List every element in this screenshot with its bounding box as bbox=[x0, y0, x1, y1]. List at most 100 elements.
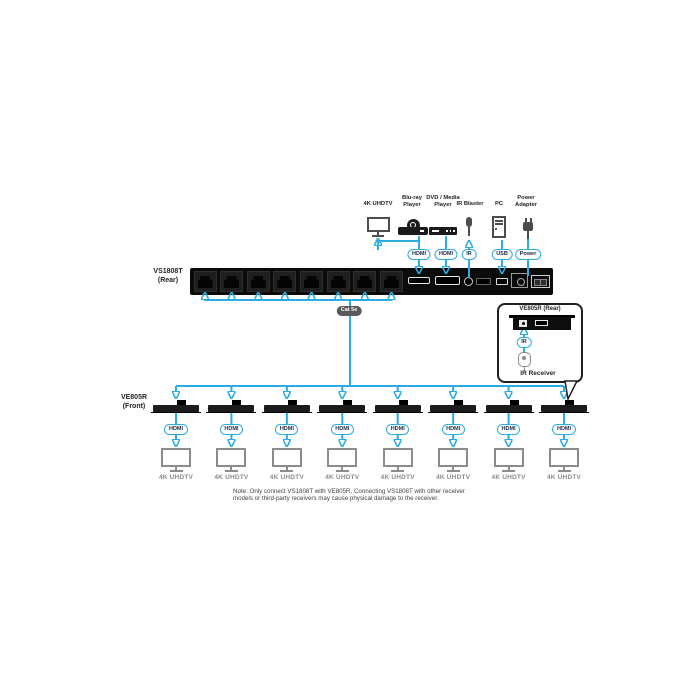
note-line-1: Note: Only connect VS1808T with VE805R. … bbox=[233, 488, 465, 495]
pc-detail bbox=[495, 228, 497, 230]
hdmi-out-port-icon bbox=[408, 277, 430, 284]
monitor-screen bbox=[382, 447, 413, 467]
hdmi-pill: HDMI bbox=[219, 424, 243, 435]
ir-pill: IR bbox=[461, 249, 477, 260]
monitor-neck bbox=[341, 466, 344, 470]
receiver-base bbox=[317, 411, 368, 413]
hdmi-out-pill: HDMI bbox=[407, 249, 431, 260]
receiver-ir-window bbox=[565, 400, 574, 405]
hdmi-pill: HDMI bbox=[164, 424, 188, 435]
receiver-icon bbox=[206, 400, 257, 413]
monitor-neck bbox=[175, 466, 177, 470]
transmitter-label: VS1808T (Rear) bbox=[144, 267, 192, 285]
monitor-neck bbox=[452, 466, 455, 470]
receiver-ir-window bbox=[177, 400, 186, 405]
display-label: 4K UHDTV bbox=[269, 473, 304, 481]
monitor-foot bbox=[335, 469, 349, 472]
receiver-icon bbox=[428, 400, 479, 413]
note-line-2: models or third-party receivers may caus… bbox=[233, 495, 439, 503]
rj45-port-icon bbox=[379, 271, 403, 292]
dvd-dot-detail bbox=[446, 230, 448, 232]
monitor-foot bbox=[557, 469, 571, 472]
receiver-column: HDMI 4K UHDTV bbox=[536, 398, 592, 481]
serial-port-icon bbox=[476, 278, 491, 285]
receiver-base bbox=[483, 411, 534, 413]
rj45-port-icon bbox=[300, 271, 324, 292]
ir-blaster-label: IR Blaster bbox=[456, 201, 484, 207]
display-label: 4K UHDTV bbox=[546, 473, 582, 481]
hdmi-pill: HDMI bbox=[497, 424, 521, 435]
transmitter-model: VS1808T bbox=[153, 268, 183, 275]
receiver-icon bbox=[261, 400, 312, 413]
receiver-model: VE805R bbox=[120, 394, 148, 401]
rj45-port-icon bbox=[193, 271, 217, 292]
note-text: Note: Only connect VS1808T with VE805R. … bbox=[233, 488, 493, 503]
receiver-body bbox=[153, 404, 199, 412]
monitor-screen bbox=[216, 447, 247, 467]
dvd-tray-detail bbox=[432, 230, 439, 232]
inset-hdmi-port-icon bbox=[535, 320, 548, 326]
hdmi-pill: HDMI bbox=[552, 424, 576, 435]
receiver-view: (Front) bbox=[122, 403, 146, 410]
pc-tower-icon bbox=[492, 216, 506, 238]
receiver-body bbox=[208, 404, 255, 412]
usb-pill: USB bbox=[491, 249, 513, 260]
bluray-detail bbox=[420, 230, 424, 232]
rj45-port-icon bbox=[353, 271, 377, 292]
monitor-neck bbox=[507, 466, 510, 470]
inset-ir-pill: IR bbox=[516, 337, 532, 348]
display-label: 4K UHDTV bbox=[158, 473, 194, 481]
receiver-body bbox=[263, 404, 310, 412]
display-label: 4K UHDTV bbox=[436, 473, 471, 481]
receiver-body bbox=[319, 404, 366, 412]
receiver-icon bbox=[372, 400, 423, 413]
inset-ir-port-icon bbox=[519, 320, 527, 327]
dvd-player-icon bbox=[429, 227, 457, 235]
display-label: 4K UHDTV bbox=[325, 473, 360, 481]
pc-detail bbox=[495, 223, 503, 225]
monitor-icon bbox=[549, 447, 579, 472]
receiver-body bbox=[485, 404, 532, 412]
hdmi-pill: HDMI bbox=[275, 424, 299, 435]
receiver-body bbox=[541, 404, 587, 412]
tv-stand-icon bbox=[377, 232, 379, 235]
transmitter-view: (Rear) bbox=[157, 277, 179, 284]
receiver-ir-window bbox=[287, 400, 297, 405]
inset-receiver-lip bbox=[509, 315, 575, 318]
monitor-foot bbox=[280, 469, 294, 472]
bluray-label: Blu-ray Player bbox=[402, 195, 422, 208]
monitor-icon bbox=[271, 447, 302, 472]
monitor-neck bbox=[285, 466, 288, 470]
display-label: 4K UHDTV bbox=[380, 473, 415, 481]
rj45-port-icon bbox=[273, 271, 297, 292]
hdmi-pill: HDMI bbox=[330, 424, 354, 435]
tv-icon bbox=[367, 217, 390, 232]
power-adapter-prong bbox=[529, 218, 532, 222]
receiver-column: HDMI 4K UHDTV bbox=[425, 398, 481, 481]
receiver-base bbox=[539, 411, 589, 413]
receiver-ir-window bbox=[398, 400, 408, 405]
pc-label: PC bbox=[494, 201, 504, 207]
receiver-column: HDMI 4K UHDTV bbox=[259, 398, 315, 481]
monitor-screen bbox=[549, 447, 579, 467]
dvd-label: DVD / Media Player bbox=[426, 195, 460, 208]
cat5e-pill: Cat 5e bbox=[336, 306, 362, 316]
monitor-screen bbox=[493, 447, 524, 467]
receiver-body bbox=[430, 404, 477, 412]
receiver-ir-window bbox=[343, 400, 353, 405]
display-label: 4K UHDTV bbox=[214, 473, 249, 481]
ir-receiver-icon bbox=[517, 352, 531, 367]
power-adapter-prong bbox=[524, 218, 527, 222]
monitor-screen bbox=[327, 447, 358, 467]
monitor-screen bbox=[161, 447, 191, 467]
receiver-body bbox=[374, 404, 421, 412]
monitor-foot bbox=[224, 469, 238, 472]
receiver-base bbox=[206, 411, 257, 413]
hdmi-in-pill: HDMI bbox=[434, 249, 458, 260]
receiver-column: HDMI 4K UHDTV bbox=[148, 398, 204, 481]
power-adapter-label: Power Adapter bbox=[515, 195, 537, 208]
rj45-port-icon bbox=[246, 271, 270, 292]
receiver-column: HDMI 4K UHDTV bbox=[481, 398, 537, 481]
